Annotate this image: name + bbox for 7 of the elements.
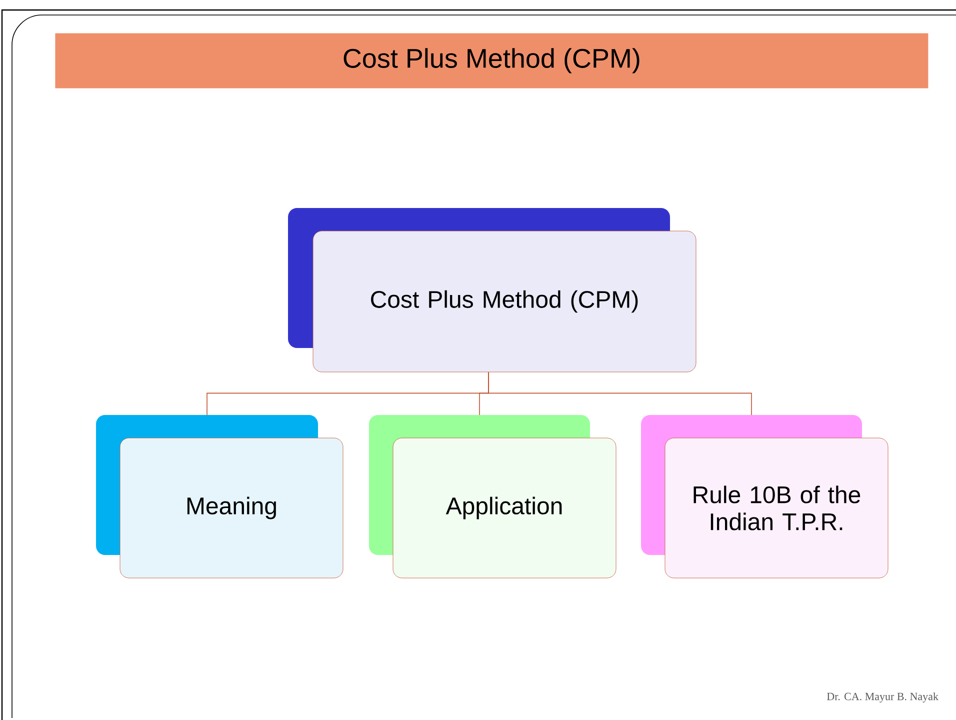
process-box: Rule 10B of the Indian T.P.R. [641, 415, 888, 578]
process-box: Cost Plus Method (CPM) [288, 208, 696, 372]
process-box: Meaning [96, 415, 344, 578]
process-box: Application [369, 415, 616, 578]
connector [488, 372, 752, 416]
title-bar: Cost Plus Method (CPM) [55, 33, 928, 88]
author-credit: Dr. CA. Mayur B. Nayak [826, 692, 938, 702]
